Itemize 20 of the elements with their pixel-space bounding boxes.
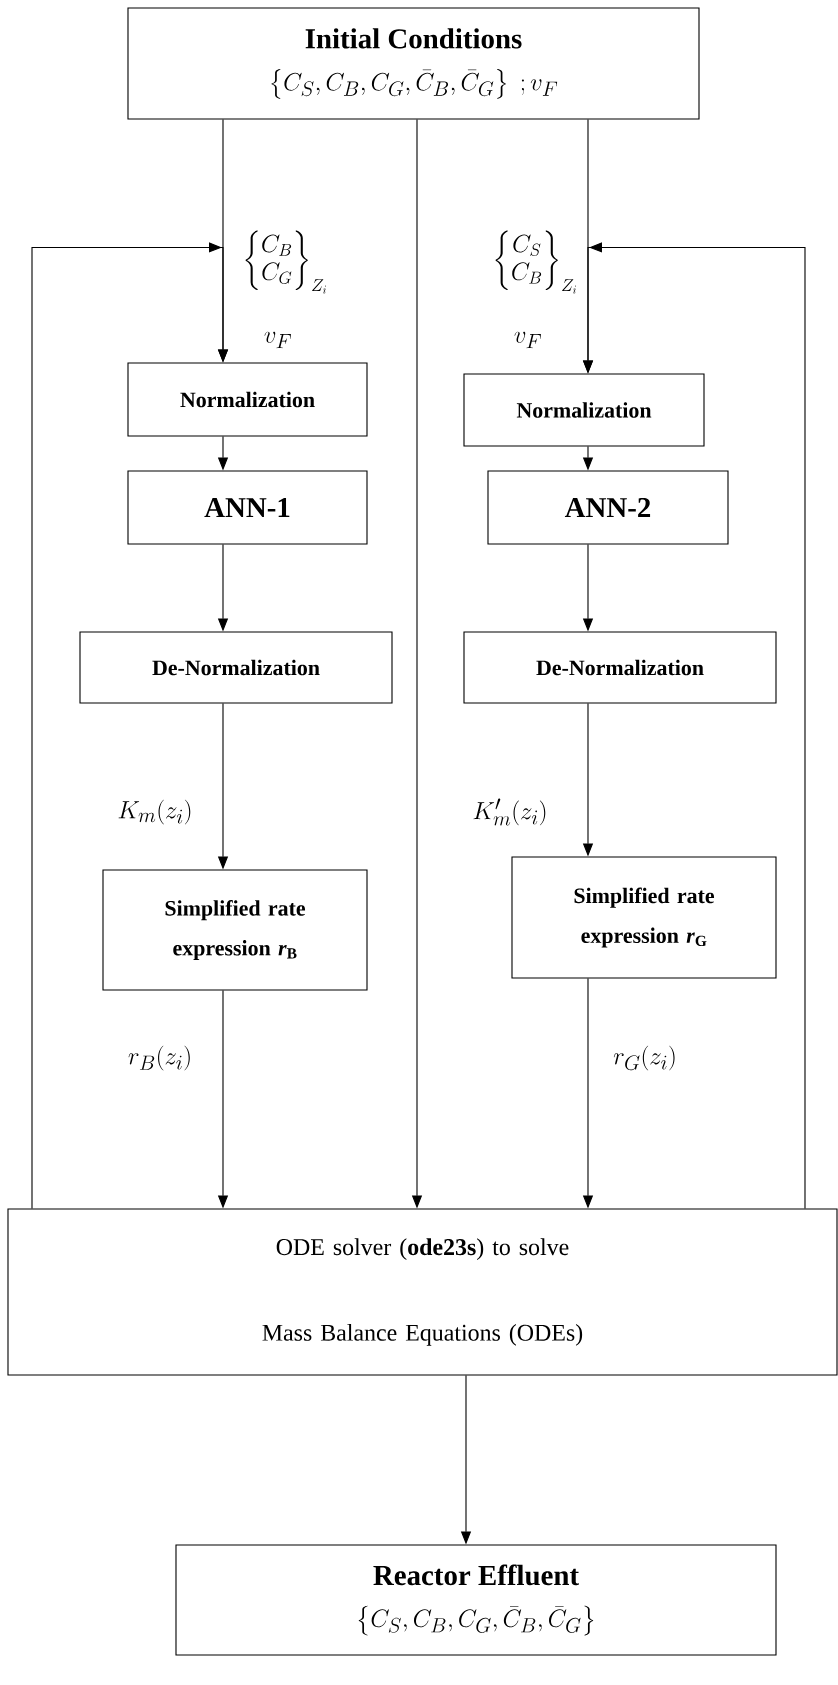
process-box: Initial Conditions $\left\{C_S,C_B,C_G,\bar{C}_B,\bar{C}_G\right\}\;;v_F$ [127,7,700,120]
process-box: Simplified rate expression r$_{G}$ [511,856,777,979]
process-box: ANN-2 [487,470,729,545]
edge-label: $K_m(z_i)$ [116,798,194,826]
process-box: ODE solver (ode23s) to solve Mass Balance Equations (ODEs) [7,1208,838,1376]
process-box: De-Normalization [463,631,777,704]
process-box: Reactor Effluent $\left\{C_S,C_B,C_G,\bar{C}_B,\bar{C}_G\right\}$ [175,1544,777,1656]
edge-label: $K'_m(z_i)$ [471,797,549,827]
edge-label: $r_B(z_i)$ [126,1044,194,1072]
vector-label: $\left\{\begin{matrix}C_B\\C_G\end{matrix}\right\}_{Z_i}$ [245,230,326,294]
edge-label: $v_F$ [512,330,544,350]
feedback-arrow [31,242,229,1209]
process-box: De-Normalization [79,631,393,704]
process-box: Normalization [127,362,368,437]
process-box: Simplified rate expression r$_{B}$ [102,869,368,991]
edge-label: $r_G(z_i)$ [612,1044,678,1072]
process-box: Normalization [463,373,705,447]
vector-label: $\left\{\begin{matrix}C_S\\C_B\end{matrix}\right\}_{Z_i}$ [495,230,576,294]
edge-label: $v_F$ [262,330,294,350]
process-box: ANN-1 [127,470,368,545]
